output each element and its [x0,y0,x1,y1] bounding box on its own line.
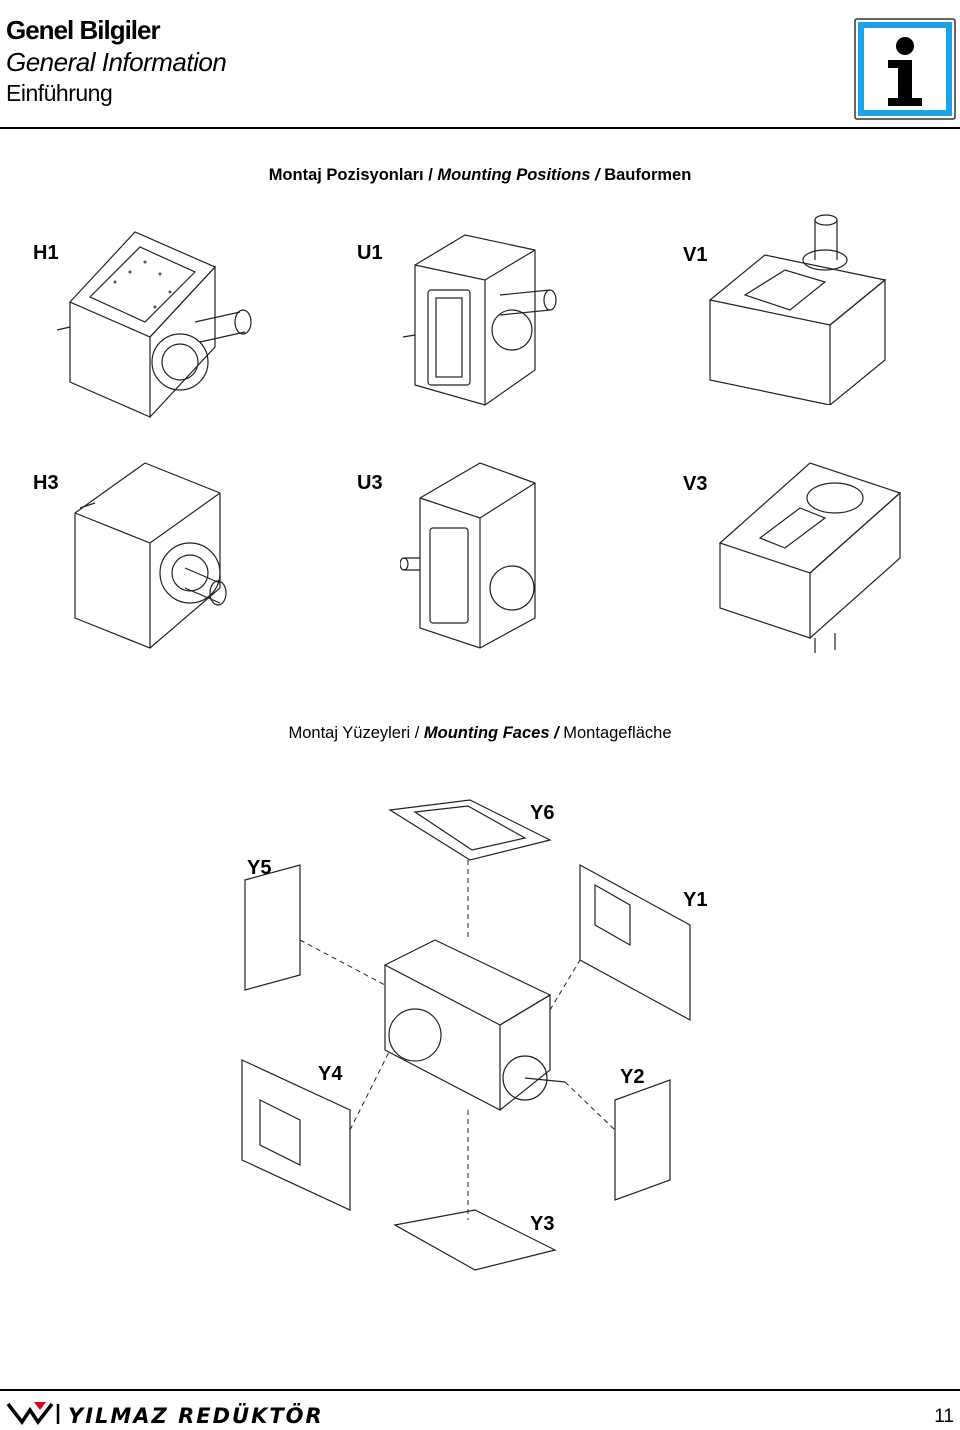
face-plate-y6 [388,799,552,861]
gearbox-drawing-v1 [708,214,887,405]
face-plate-y1 [579,863,691,1022]
brand-name: YILMAZ REDÜKTÖR [68,1404,324,1428]
mounting-faces-heading: Montaj Yüzeyleri / Mounting Faces / Mont… [288,724,672,742]
position-label-v3: V3 [683,473,708,495]
position-label-h1: H1 [33,242,59,264]
title-english: General Information [6,47,227,77]
title-turkish: Genel Bilgiler [6,15,161,45]
position-label-v1: V1 [683,244,708,266]
gearbox-drawing-v3 [718,462,902,653]
mounting-positions-heading: Montaj Pozisyonları / Mounting Positions… [268,166,692,184]
info-icon [854,18,956,120]
position-label-h3: H3 [33,472,59,494]
title-german: Einführung [6,80,113,106]
face-label-y3: Y3 [530,1213,555,1235]
brand-logo-icon [6,1402,60,1425]
page-title-block: Genel Bilgiler General Information Einfü… [6,14,227,108]
position-label-u1: U1 [357,242,383,264]
mounting-faces-diagram [241,799,691,1271]
gearbox-drawing-h1 [56,231,252,418]
footer-divider [0,1389,960,1391]
page-number: 11 [934,1406,954,1427]
face-label-y4: Y4 [318,1063,343,1085]
face-label-y2: Y2 [620,1066,645,1088]
face-plate-y2 [614,1079,671,1201]
gearbox-drawing-h3 [74,462,227,649]
header-divider [0,127,960,129]
gearbox-drawing-u1 [402,234,557,406]
position-label-u3: U3 [357,472,383,494]
gearbox-drawing-u3 [400,462,536,649]
face-label-y5: Y5 [247,857,272,879]
face-plate-y5 [244,864,301,991]
face-plate-y4 [241,1059,351,1211]
face-label-y6: Y6 [530,802,555,824]
face-label-y1: Y1 [683,889,708,911]
face-plate-y3 [393,1209,557,1271]
